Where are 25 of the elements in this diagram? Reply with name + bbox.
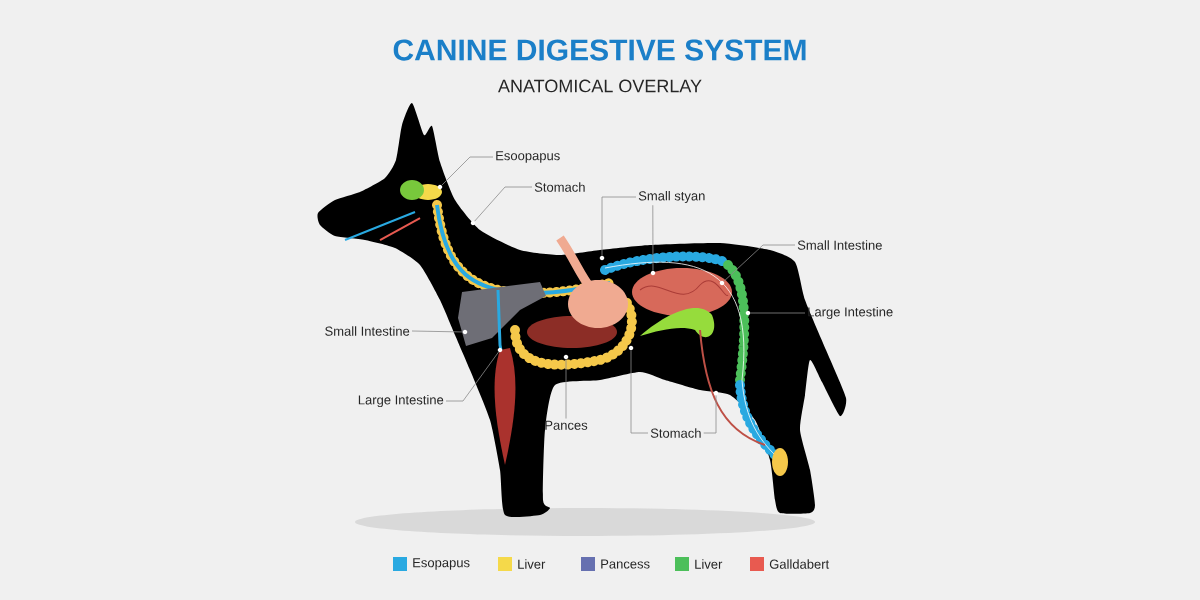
leader-line [445,351,499,402]
legend-label: Esopapus [413,558,470,570]
part-label: Stomach [650,428,701,438]
subtitle: ANATOMICAL OVERLAY [498,79,702,93]
part-label: Small styan [638,190,705,204]
leader-line [474,186,533,222]
part-label: Esoopapus [496,151,560,163]
title: CANINE DIGESTIVE SYSTEM [393,39,806,61]
leader-line [441,156,494,186]
leader-line [703,395,717,434]
part-label: Large Intestine [358,394,444,408]
legend-label: Galldabert [769,559,830,569]
part-label: Small Intestine [797,240,882,250]
leader-line [601,196,637,256]
part-label: Stomach [534,182,585,192]
legend-label: Liver [695,559,723,569]
part-label: Small Intestine [325,326,410,336]
leader-line [723,244,796,282]
leader-line [750,312,806,314]
leader-line [652,204,654,271]
part-label: Pances [545,420,588,430]
leader-line [565,359,567,419]
legend-label: Pancess [601,559,650,569]
leader-line [630,350,649,434]
legend-label: Liver [518,559,546,569]
